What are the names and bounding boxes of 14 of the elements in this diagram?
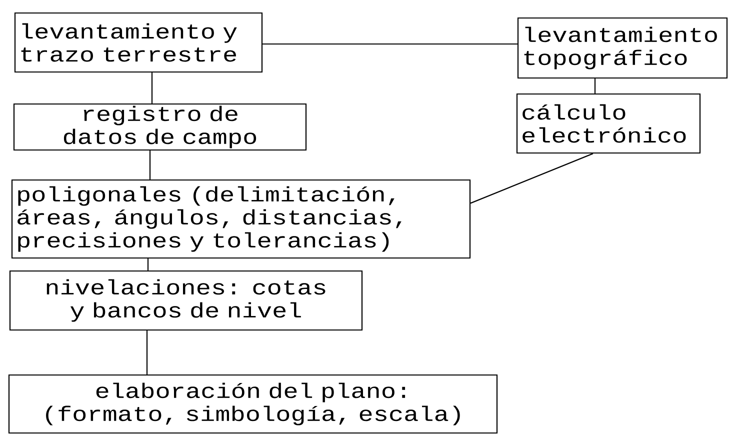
process-box: registro de datos de campo <box>13 103 307 151</box>
connector-line <box>594 78 596 94</box>
process-box: nivelaciones: cotas y bancos de nivel <box>9 270 363 331</box>
process-box: cálculo electrónico <box>516 93 701 154</box>
process-box: levantamiento y trazo terrestre <box>14 12 263 73</box>
connector-line <box>262 43 518 45</box>
process-box: levantamiento topográfico <box>517 17 728 79</box>
connector-line <box>149 150 151 180</box>
process-box: poligonales (delimitación, áreas, ángulos, distancias, precisiones y tolerancias) <box>11 179 471 259</box>
connector-line <box>151 72 153 104</box>
connector-line <box>470 153 594 204</box>
process-box: elaboración del plano: (formato, simbología, escala) <box>8 374 498 434</box>
connector-line <box>147 258 149 270</box>
connector-line <box>146 330 148 374</box>
